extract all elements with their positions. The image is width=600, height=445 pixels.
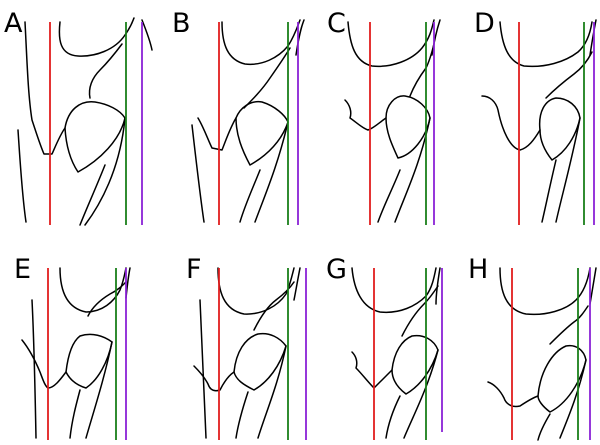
panel-c: C [327, 8, 441, 225]
anatomy-contours-f [193, 267, 301, 439]
panel-letter-e: E [14, 254, 31, 285]
panel-f: F [186, 254, 307, 440]
panel-a: A [4, 8, 153, 226]
panel-g: G [326, 254, 443, 440]
panel-e: E [14, 254, 131, 440]
panel-letter-d: D [474, 8, 495, 39]
anatomy-contours-a [17, 17, 153, 226]
anatomy-contours-d [481, 19, 597, 223]
anatomy-contours-e [21, 267, 131, 439]
panel-b: B [172, 8, 305, 225]
panel-letter-f: F [186, 254, 202, 285]
panel-letter-a: A [4, 8, 23, 39]
panel-h: H [468, 254, 597, 441]
anatomy-contours-g [351, 267, 441, 439]
panel-d: D [474, 8, 597, 225]
panel-letter-h: H [468, 254, 488, 285]
anatomy-contours-h [487, 267, 597, 441]
panel-letter-c: C [327, 8, 346, 39]
panel-letter-b: B [172, 8, 191, 39]
panel-letter-g: G [326, 254, 347, 285]
